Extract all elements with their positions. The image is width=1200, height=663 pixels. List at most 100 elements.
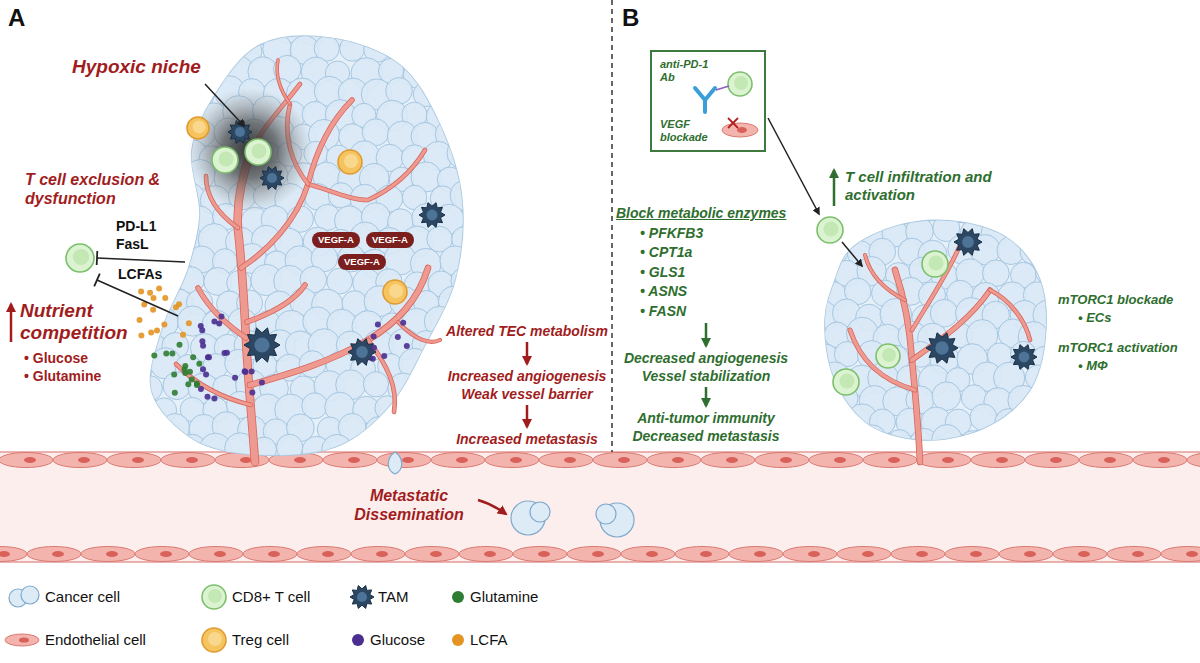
t-cell-nucleus [208, 589, 222, 603]
enzyme-text: • ASNS [614, 282, 786, 302]
treg-cell [202, 628, 226, 652]
endothelial-cell [377, 453, 431, 468]
endothelial-cell [0, 547, 27, 562]
vegf-label: VEGF-A [318, 234, 354, 246]
tam-cell [350, 586, 374, 609]
tumor-mass [825, 220, 1046, 440]
t-cell [66, 244, 94, 272]
t-cell-nucleus [928, 255, 943, 270]
cancer-cell [452, 62, 476, 86]
cancer-cell [148, 435, 180, 467]
t-cell-nucleus [823, 221, 838, 236]
glucose-dot [224, 350, 230, 356]
panel-letter: A [8, 4, 25, 32]
flow-text: Vessel stabilization [624, 367, 788, 385]
cancer-cell [1020, 197, 1049, 226]
t-cell [833, 369, 859, 395]
cancer-cell [133, 289, 165, 321]
treg-nucleus [389, 284, 403, 298]
glucose-dot [204, 394, 210, 400]
endothelial-cell [161, 453, 215, 468]
therapy-label: anti-PD-1 Ab [660, 58, 722, 84]
glucose-dot [216, 321, 222, 327]
cancer-cell [127, 350, 154, 377]
vessel-branch [865, 255, 905, 300]
cancer-cell [932, 425, 962, 455]
cancer-cell [960, 431, 986, 457]
legend-text: Glutamine [470, 588, 538, 606]
endothelial-nucleus [1078, 551, 1090, 557]
blood-vessel [0, 452, 1200, 562]
endothelial-nucleus [132, 457, 144, 463]
glucose-dot [371, 334, 377, 340]
cancer-cell [251, 17, 275, 41]
antibody-icon [705, 88, 715, 100]
glutamine-dot [190, 354, 196, 360]
cancer-cell [429, 19, 456, 46]
bullet-label: • Glucose [24, 350, 88, 367]
glucose-dot [404, 343, 410, 349]
endothelial-cell [1025, 453, 1079, 468]
cancer-cell [447, 138, 478, 169]
endothelial-nucleus [996, 457, 1008, 463]
endothelial-nucleus [942, 457, 954, 463]
cancer-cell [322, 434, 353, 465]
lcfa-dot [150, 307, 156, 313]
endothelial-nucleus [1024, 551, 1036, 557]
endothelial-nucleus [834, 457, 846, 463]
t-cell [212, 147, 238, 173]
endothelial-cell [1187, 453, 1200, 468]
endothelial-nucleus [700, 551, 712, 557]
tam-cell [260, 167, 284, 190]
endothelial-nucleus [402, 457, 414, 463]
legend-text: TAM [378, 588, 409, 606]
panel-letter: B [622, 4, 639, 32]
cancer-cell [391, 418, 415, 442]
t-cell [728, 72, 752, 96]
infiltration-arrow [842, 242, 862, 266]
cancer-cell [795, 407, 823, 435]
cancer-cell [1032, 218, 1058, 244]
cancer-cell [1042, 407, 1074, 439]
endothelial-cell [917, 453, 971, 468]
legend-swatch [452, 591, 464, 603]
increase-arrow [10, 304, 13, 342]
legend-item: Endothelial cell [45, 631, 146, 649]
pointer-arrow [205, 84, 244, 126]
cancer-cell [970, 404, 997, 431]
cancer-cell [985, 428, 1011, 454]
glutamine-dot [151, 352, 157, 358]
tam-cell [1011, 345, 1037, 370]
glucose-dot [232, 375, 238, 381]
cancer-cell [137, 376, 162, 401]
endothelial-cell [1133, 453, 1187, 468]
lcfa-dot [138, 289, 144, 295]
endothelial-nucleus [348, 457, 360, 463]
cancer-cell [1048, 197, 1077, 226]
legend-text: Treg cell [232, 631, 289, 649]
enzyme-text: • FASN [614, 302, 786, 322]
blockade-mark [728, 118, 738, 128]
cancer-cell [150, 15, 174, 39]
flow-step: Anti-tumor immunityDecreased metastasis [629, 409, 782, 445]
lcfa-dot [176, 301, 182, 307]
t-cell-nucleus [218, 151, 233, 166]
glucose-dot [206, 354, 212, 360]
cell-icons [5, 72, 1037, 652]
flow-text: Anti-tumor immunity [632, 409, 779, 427]
cancer-cell [945, 195, 973, 223]
endothelial-cell [1161, 547, 1200, 562]
legend-text: LCFA [470, 631, 508, 649]
glucose-dot [249, 389, 255, 395]
flow-text: Altered TEC metabolism [446, 322, 608, 340]
flow-arrow [705, 323, 708, 346]
inhibition-line [97, 280, 178, 316]
tam-nucleus [427, 210, 438, 221]
cancer-cell [822, 407, 853, 438]
lcfa-dot [180, 332, 186, 338]
cancer-cell [163, 82, 188, 107]
ligand-label: LCFAs [118, 266, 162, 283]
endothelial-cell [5, 634, 39, 646]
flow-arrow [526, 405, 529, 427]
cancer-cell [438, 286, 469, 317]
